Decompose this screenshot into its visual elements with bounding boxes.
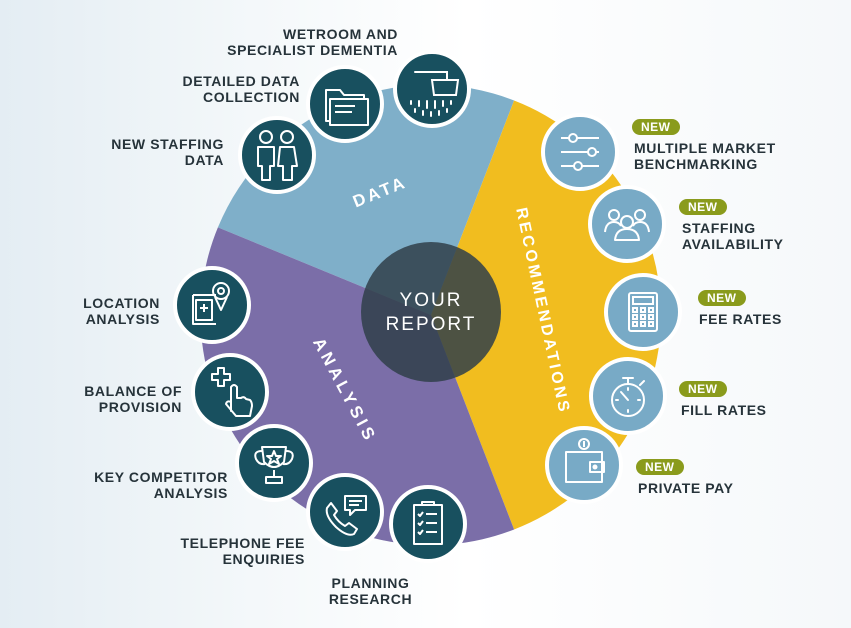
label-wetroom-line1: WETROOM AND <box>283 26 398 42</box>
label-location: LOCATION ANALYSIS <box>83 295 160 327</box>
label-telephone-line1: TELEPHONE FEE <box>180 535 305 551</box>
label-fee-rates-line1: FEE RATES <box>699 311 782 327</box>
team-icon <box>588 185 666 263</box>
label-new-staffing: NEW STAFFING DATA <box>111 136 224 168</box>
wallet-icon <box>545 426 623 504</box>
stopwatch-icon <box>589 357 667 435</box>
new-badge-fill-rates: NEW <box>679 381 727 397</box>
label-fee-rates: FEE RATES <box>699 311 782 327</box>
sliders-icon <box>541 113 619 191</box>
checklist-icon <box>389 485 467 563</box>
label-availability: STAFFING AVAILABILITY <box>682 220 784 252</box>
shower-icon <box>393 50 471 128</box>
folder-icon <box>306 65 384 143</box>
label-private-pay: PRIVATE PAY <box>638 480 734 496</box>
label-availability-line2: AVAILABILITY <box>682 236 784 252</box>
label-competitor: KEY COMPETITOR ANALYSIS <box>94 469 228 501</box>
new-badge-market: NEW <box>632 119 680 135</box>
label-wetroom: WETROOM AND SPECIALIST DEMENTIA <box>227 26 398 58</box>
label-location-line2: ANALYSIS <box>85 311 160 327</box>
label-detailed-data-line1: DETAILED DATA <box>182 73 300 89</box>
map-pin-icon <box>173 266 251 344</box>
label-new-staffing-line2: DATA <box>184 152 224 168</box>
label-planning: PLANNING RESEARCH <box>313 575 428 607</box>
label-availability-line1: STAFFING <box>682 220 756 236</box>
new-badge-availability: NEW <box>679 199 727 215</box>
label-wetroom-line2: SPECIALIST DEMENTIA <box>227 42 398 58</box>
label-detailed-data-line2: COLLECTION <box>203 89 300 105</box>
label-fill-rates-line1: FILL RATES <box>681 402 767 418</box>
label-fill-rates: FILL RATES <box>681 402 767 418</box>
new-badge-fee-rates: NEW <box>698 290 746 306</box>
center-title-line2: REPORT <box>386 314 477 335</box>
label-market-line2: BENCHMARKING <box>634 156 758 172</box>
center-title-line1: YOUR <box>400 290 463 311</box>
label-telephone: TELEPHONE FEE ENQUIRIES <box>181 535 305 567</box>
label-private-pay-line1: PRIVATE PAY <box>638 480 734 496</box>
phone-chat-icon <box>306 473 384 551</box>
trophy-icon <box>235 424 313 502</box>
label-balance: BALANCE OF PROVISION <box>84 383 182 415</box>
label-balance-line1: BALANCE OF <box>84 383 182 399</box>
calculator-icon <box>604 273 682 351</box>
label-market-line1: MULTIPLE MARKET <box>634 140 776 156</box>
label-new-staffing-line1: NEW STAFFING <box>111 136 224 152</box>
label-competitor-line2: ANALYSIS <box>153 485 228 501</box>
new-badge-private-pay: NEW <box>636 459 684 475</box>
people-icon <box>238 116 316 194</box>
label-planning-line1: PLANNING <box>331 575 410 591</box>
label-market: MULTIPLE MARKET BENCHMARKING <box>634 140 776 172</box>
label-telephone-line2: ENQUIRIES <box>222 551 305 567</box>
label-balance-line2: PROVISION <box>98 399 182 415</box>
hand-cross-icon <box>191 353 269 431</box>
label-competitor-line1: KEY COMPETITOR <box>94 469 228 485</box>
label-detailed-data: DETAILED DATA COLLECTION <box>183 73 300 105</box>
label-location-line1: LOCATION <box>83 295 160 311</box>
center-circle <box>361 242 501 382</box>
label-planning-line2: RESEARCH <box>328 591 413 607</box>
